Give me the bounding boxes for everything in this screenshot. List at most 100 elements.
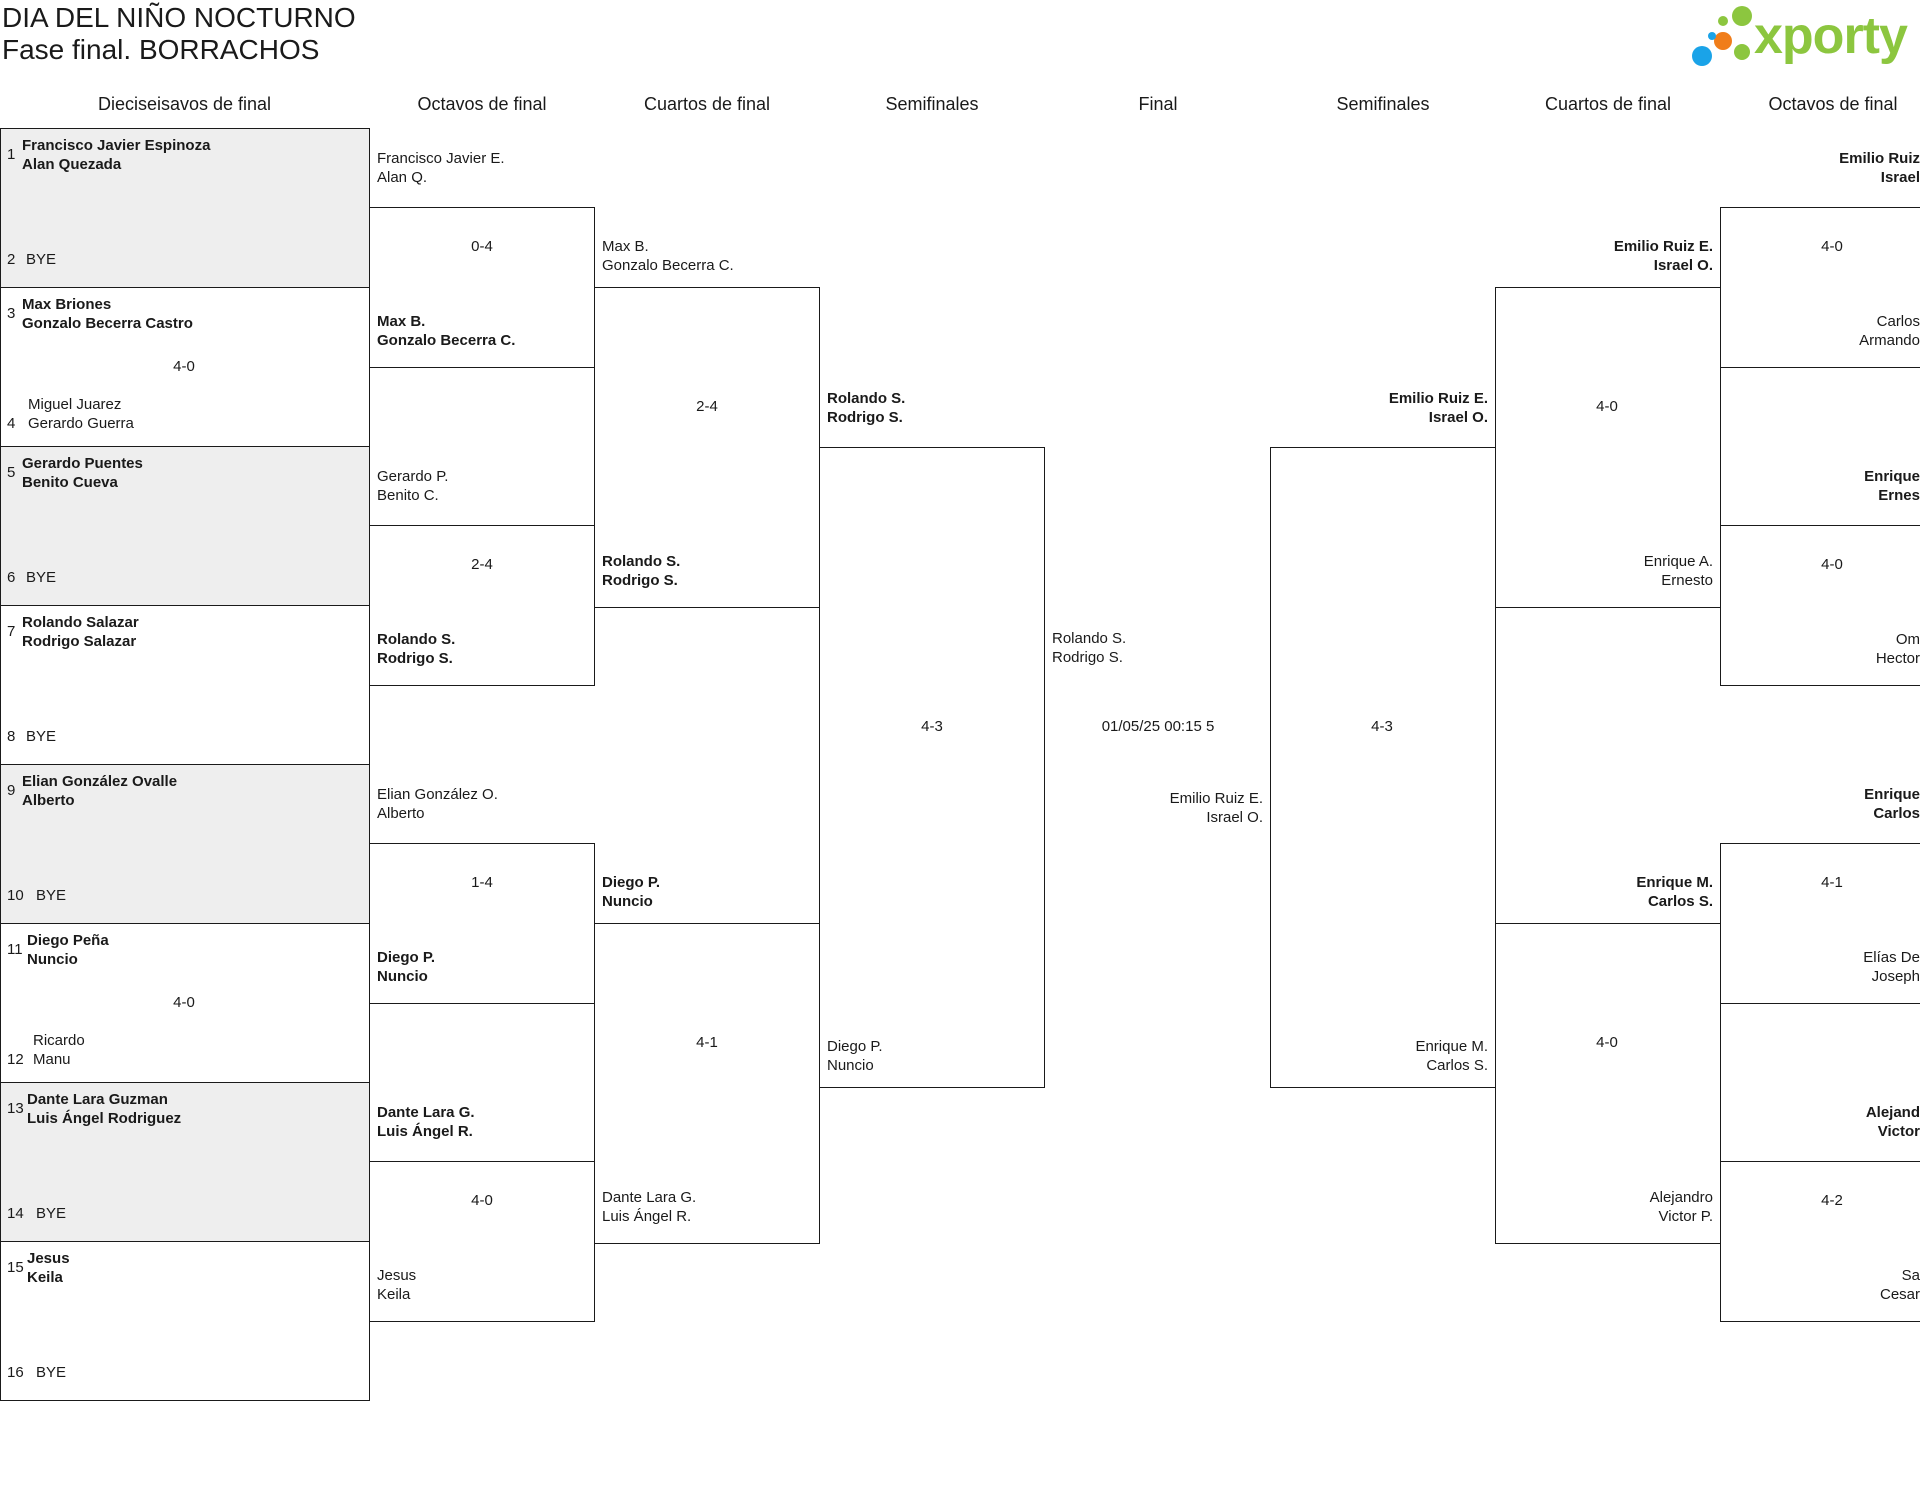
team-label: Alejand [1865, 1104, 1920, 1121]
team-label: Diego P. [602, 874, 661, 891]
bye-label: BYE [26, 728, 57, 745]
team-label: Gonzalo Becerra C. [377, 332, 516, 349]
team-label: Om [1895, 631, 1920, 648]
player-name: Dante Lara Guzman [27, 1091, 168, 1108]
seed-number: 12 [7, 1051, 24, 1068]
team-label: Alejandro [1649, 1189, 1713, 1206]
qf-match-box [594, 287, 820, 608]
team-label: Rolando S. [377, 631, 456, 648]
match-score: 4-0 [1596, 1034, 1618, 1051]
r32-match-box [0, 287, 370, 447]
team-label: Elías De [1863, 949, 1920, 966]
seed-number: 13 [7, 1100, 24, 1117]
seed-number: 9 [7, 782, 16, 799]
team-label: Rodrigo S. [1052, 649, 1123, 666]
team-label: Victor P. [1658, 1208, 1713, 1225]
team-label: Sa [1901, 1267, 1920, 1284]
r32-match-box [0, 1241, 370, 1401]
player-name: Ricardo [33, 1032, 85, 1049]
team-label: Israel O. [1206, 809, 1263, 826]
seed-number: 14 [7, 1205, 24, 1222]
r16-match-box [1720, 1161, 1920, 1322]
match-score: 4-0 [173, 358, 195, 375]
player-name: Rodrigo Salazar [22, 633, 137, 650]
logo-dot-green-2 [1734, 44, 1750, 60]
round-header: Cuartos de final [643, 94, 771, 114]
sf-match-box [1270, 447, 1496, 1088]
team-label: Max B. [377, 313, 426, 330]
team-label: Enrique A. [1643, 553, 1713, 570]
sf-match-box [819, 447, 1045, 1088]
player-name: Max Briones [22, 296, 112, 313]
logo-wordmark: xporty [1754, 7, 1908, 65]
team-label: Luis Ángel R. [602, 1208, 692, 1225]
round-header: Octavos de final [417, 94, 547, 114]
seed-number: 4 [7, 415, 16, 432]
player-name: Alan Quezada [22, 156, 122, 173]
team-label: Rodrigo S. [377, 650, 453, 667]
team-label: Francisco Javier E. [377, 150, 505, 167]
team-label: Gonzalo Becerra C. [602, 257, 734, 274]
logo-dot-blue-small [1708, 32, 1716, 40]
team-label: Ernes [1878, 487, 1920, 504]
player-name: Gonzalo Becerra Castro [22, 315, 193, 332]
player-name: Gerardo Puentes [22, 455, 143, 472]
player-name: Keila [27, 1269, 63, 1286]
player-name: Manu [33, 1051, 71, 1068]
round-header: Octavos de final [1768, 94, 1898, 114]
team-label: Israel [1880, 169, 1920, 186]
round-header: Semifinales [885, 94, 979, 114]
team-label: Rolando S. [1052, 630, 1127, 647]
seed-number: 2 [7, 251, 16, 268]
team-label: Luis Ángel R. [377, 1123, 473, 1140]
r16-match-box [1720, 525, 1920, 686]
team-label: Emilio Ruiz E. [1169, 790, 1263, 807]
team-label: Enrique [1864, 468, 1920, 485]
match-info: 01/05/25 00:15 5 [1101, 718, 1215, 735]
match-score: 4-0 [1821, 556, 1843, 573]
round-header: Dieciseisavos de final [97, 94, 272, 114]
r32-match-box [0, 605, 370, 765]
match-score: 4-1 [696, 1034, 718, 1051]
match-score: 1-4 [471, 874, 493, 891]
match-score: 0-4 [471, 238, 493, 255]
player-name: Alberto [22, 792, 75, 809]
match-score: 4-0 [1821, 238, 1843, 255]
team-label: Nuncio [827, 1057, 874, 1074]
player-name: Diego Peña [27, 932, 109, 949]
team-label: Victor [1877, 1123, 1920, 1140]
round-header: Cuartos de final [1544, 94, 1672, 114]
team-label: Joseph [1871, 968, 1920, 985]
team-label: Carlos S. [1426, 1057, 1488, 1074]
r16-match-box [1720, 843, 1920, 1004]
team-label: Diego P. [377, 949, 436, 966]
team-label: Benito C. [377, 487, 439, 504]
round-header: Semifinales [1336, 94, 1430, 114]
player-name: Francisco Javier Espinoza [22, 137, 211, 154]
team-label: Alberto [377, 805, 425, 822]
match-score: 2-4 [471, 556, 493, 573]
bye-label: BYE [36, 887, 67, 904]
team-label: Rodrigo S. [602, 572, 678, 589]
player-name: Miguel Juarez [28, 396, 122, 413]
qf-match-box [1495, 923, 1721, 1244]
seed-number: 11 [7, 941, 23, 958]
bye-label: BYE [36, 1205, 67, 1222]
team-label: Dante Lara G. [602, 1189, 697, 1206]
phase-title: Fase final. BORRACHOS [2, 34, 320, 65]
seed-number: 10 [7, 887, 24, 904]
team-label: Israel O. [1428, 409, 1488, 426]
logo-dot-orange [1714, 32, 1732, 50]
team-label: Rodrigo S. [827, 409, 903, 426]
player-name: Gerardo Guerra [28, 415, 134, 432]
team-label: Armando [1859, 332, 1920, 349]
logo-dot-green-small [1718, 16, 1728, 26]
seed-number: 5 [7, 464, 16, 481]
team-label: Rolando S. [827, 390, 906, 407]
team-label: Elian González O. [377, 786, 498, 803]
team-label: Jesus [377, 1267, 417, 1284]
team-label: Rolando S. [602, 553, 681, 570]
seed-number: 7 [7, 623, 16, 640]
logo-dot-green [1732, 6, 1752, 26]
match-score: 2-4 [696, 398, 718, 415]
